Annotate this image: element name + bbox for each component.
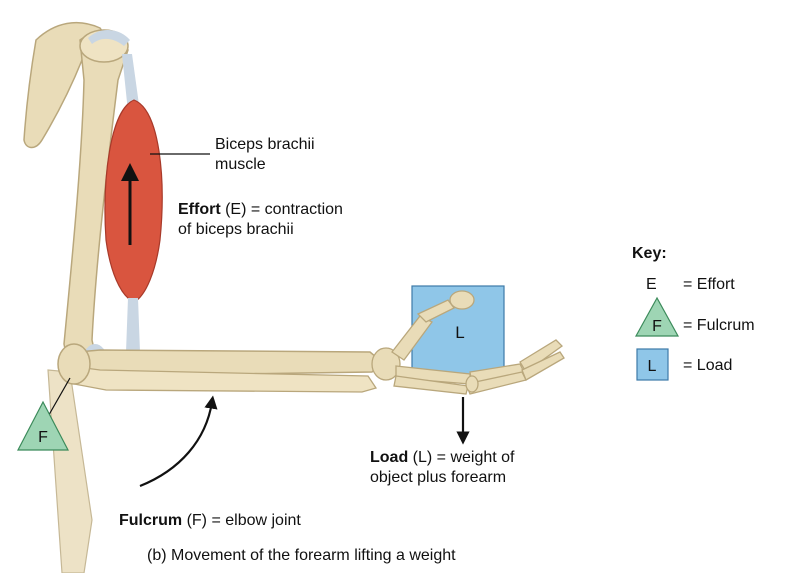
biceps-tendon-bottom xyxy=(126,298,140,352)
effort-label-bold: Effort xyxy=(178,201,221,218)
load-box-letter: L xyxy=(455,323,464,342)
fulcrum-curved-arrow xyxy=(140,402,212,486)
key-load-text: = Load xyxy=(683,356,732,376)
effort-label: Effort (E) = contraction of biceps brach… xyxy=(178,200,343,240)
load-label-rest: (L) = weight of xyxy=(408,449,514,466)
key-fulcrum-text: = Fulcrum xyxy=(683,316,755,336)
load-label: Load (L) = weight of object plus forearm xyxy=(370,448,515,488)
key-title: Key: xyxy=(632,245,667,263)
load-label-line2: object plus forearm xyxy=(370,468,515,488)
load-label-bold: Load xyxy=(370,449,408,466)
key-fulcrum-letter: F xyxy=(652,318,662,335)
biceps-label: Biceps brachii muscle xyxy=(215,135,315,175)
fulcrum-triangle-letter: F xyxy=(38,429,48,446)
elbow-olecranon xyxy=(58,344,90,384)
torso-bones xyxy=(48,370,92,573)
effort-label-rest: (E) = contraction xyxy=(221,201,343,218)
fulcrum-label-rest: (F) = elbow joint xyxy=(182,512,301,529)
biceps-label-line1: Biceps brachii xyxy=(215,135,315,155)
biceps-muscle xyxy=(105,100,162,302)
fulcrum-label-bold: Fulcrum xyxy=(119,512,182,529)
figure-caption: (b) Movement of the forearm lifting a we… xyxy=(147,546,456,566)
effort-label-line2: of biceps brachii xyxy=(178,220,343,240)
fulcrum-label: Fulcrum (F) = elbow joint xyxy=(119,511,301,531)
biceps-label-line2: muscle xyxy=(215,155,315,175)
key-load-letter: L xyxy=(648,358,657,375)
key-effort-text: = Effort xyxy=(683,275,735,295)
key-effort-symbol: E xyxy=(646,275,657,295)
